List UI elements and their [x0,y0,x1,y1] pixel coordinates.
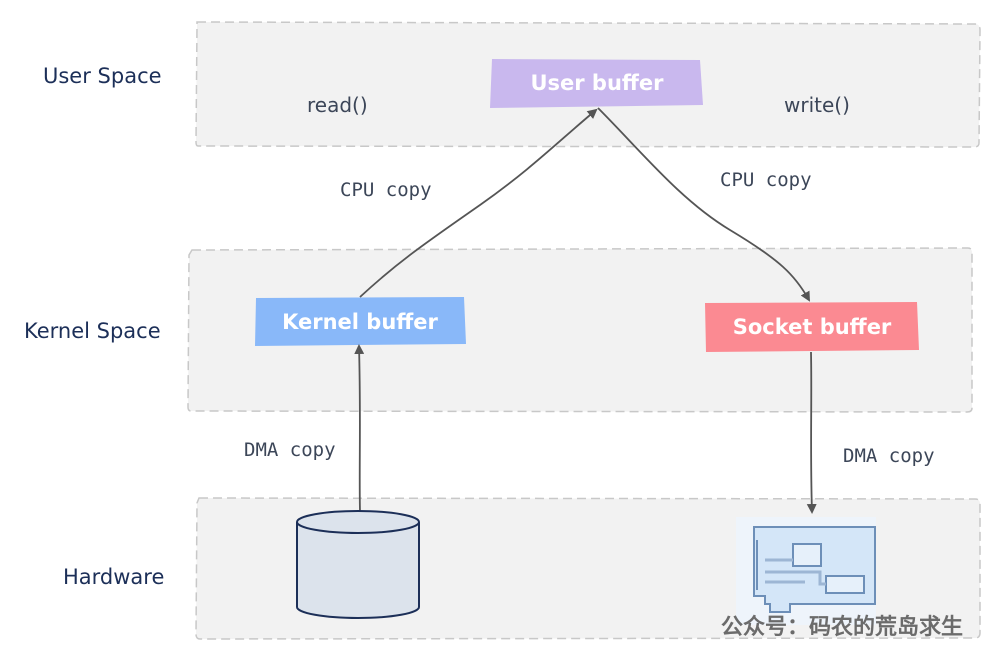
kernel-buffer: Kernel buffer [255,297,466,346]
network-card-icon [736,517,876,625]
socket-buffer: Socket buffer [705,302,919,352]
kernel-space-label: Kernel Space [24,319,161,343]
cpu-copy-right-label: CPU copy [720,169,812,191]
arrow-kernel-to-user [359,108,598,298]
dma-copy-left-label: DMA copy [244,439,336,461]
read-call-label: read() [307,93,368,117]
arrow-disk-to-kernel [354,344,365,513]
arrow-user-to-socket [597,107,810,302]
arrow-socket-to-nic [806,351,817,514]
disk-cylinder-icon [296,510,420,619]
write-call-label: write() [784,93,850,117]
cpu-copy-left-label: CPU copy [340,179,432,201]
watermark-text: 公众号：码农的荒岛求生 [720,615,963,640]
kernel-space-panel [187,247,973,413]
user-space-label: User Space [43,64,162,88]
user-buffer: User buffer [490,59,703,108]
socket-buffer-label: Socket buffer [733,315,892,339]
kernel-buffer-label: Kernel buffer [282,310,438,334]
hardware-label: Hardware [63,565,165,589]
dma-copy-right-label: DMA copy [843,445,935,467]
user-buffer-label: User buffer [530,71,664,95]
